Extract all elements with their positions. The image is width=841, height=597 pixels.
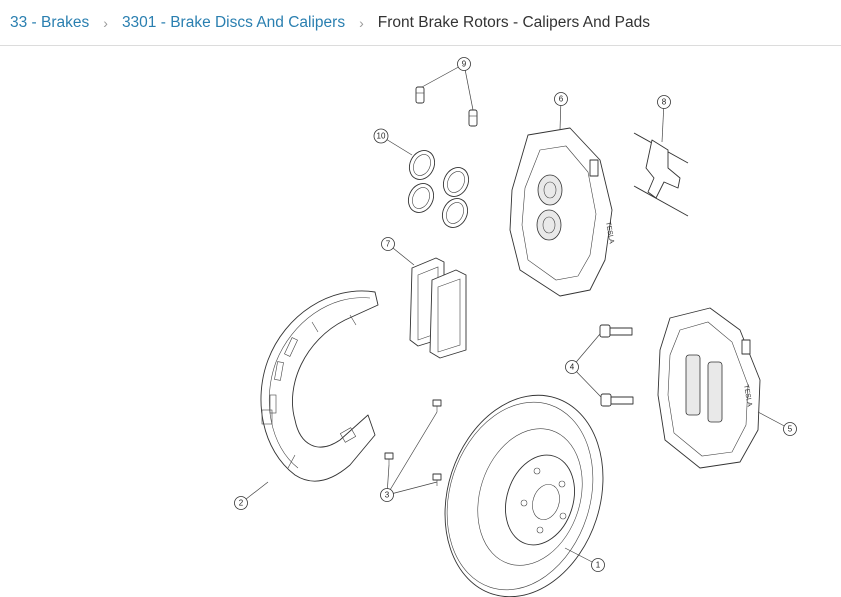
- breadcrumb-current: Front Brake Rotors - Calipers And Pads: [377, 13, 650, 31]
- svg-text:4: 4: [570, 363, 575, 372]
- breadcrumb: 33 - Brakes › 3301 - Brake Discs And Cal…: [0, 0, 841, 46]
- chevron-right-icon: ›: [359, 14, 364, 31]
- callout-8: 8: [657, 95, 671, 109]
- callout-4: 4: [565, 360, 579, 374]
- breadcrumb-link-brake-discs-and-calipers[interactable]: 3301 - Brake Discs And Calipers: [121, 13, 346, 31]
- svg-text:8: 8: [662, 98, 667, 107]
- brake-caliper-assembly-drawing: TESLA: [657, 307, 761, 469]
- brake-rotor-drawing: [444, 394, 604, 597]
- caliper-assembly-brand-text: TESLA: [742, 384, 753, 407]
- exploded-parts-diagram: TESLA TESLA: [234, 57, 797, 597]
- callout-6: 6: [554, 92, 568, 106]
- svg-text:1: 1: [596, 561, 601, 570]
- svg-text:2: 2: [239, 499, 244, 508]
- dust-shield-drawing: [260, 290, 379, 482]
- brake-pads-drawing: [409, 257, 467, 359]
- dust-shield-bolts-drawing: [384, 399, 442, 486]
- chevron-right-icon: ›: [103, 14, 108, 31]
- svg-text:9: 9: [462, 60, 467, 69]
- caliper-brand-text: TESLA: [604, 221, 615, 244]
- callout-2: 2: [234, 496, 248, 510]
- callout-9: 9: [457, 57, 471, 71]
- pad-pins-clip-drawing: [633, 132, 689, 217]
- callout-10: 10: [373, 128, 389, 144]
- callout-1: 1: [591, 558, 605, 572]
- callout-3: 3: [380, 488, 394, 502]
- svg-text:6: 6: [559, 95, 564, 104]
- svg-text:7: 7: [386, 240, 391, 249]
- svg-text:3: 3: [385, 491, 390, 500]
- bleeder-screws-drawing: [415, 86, 478, 127]
- callout-7: 7: [381, 237, 395, 251]
- svg-text:10: 10: [377, 132, 386, 141]
- brake-caliper-drawing: TESLA: [509, 127, 615, 297]
- callout-5: 5: [783, 422, 797, 436]
- caliper-bolts-drawing: [599, 324, 634, 407]
- svg-text:5: 5: [788, 425, 793, 434]
- breadcrumb-link-brakes[interactable]: 33 - Brakes: [10, 13, 90, 31]
- piston-seals-drawing: [407, 150, 470, 228]
